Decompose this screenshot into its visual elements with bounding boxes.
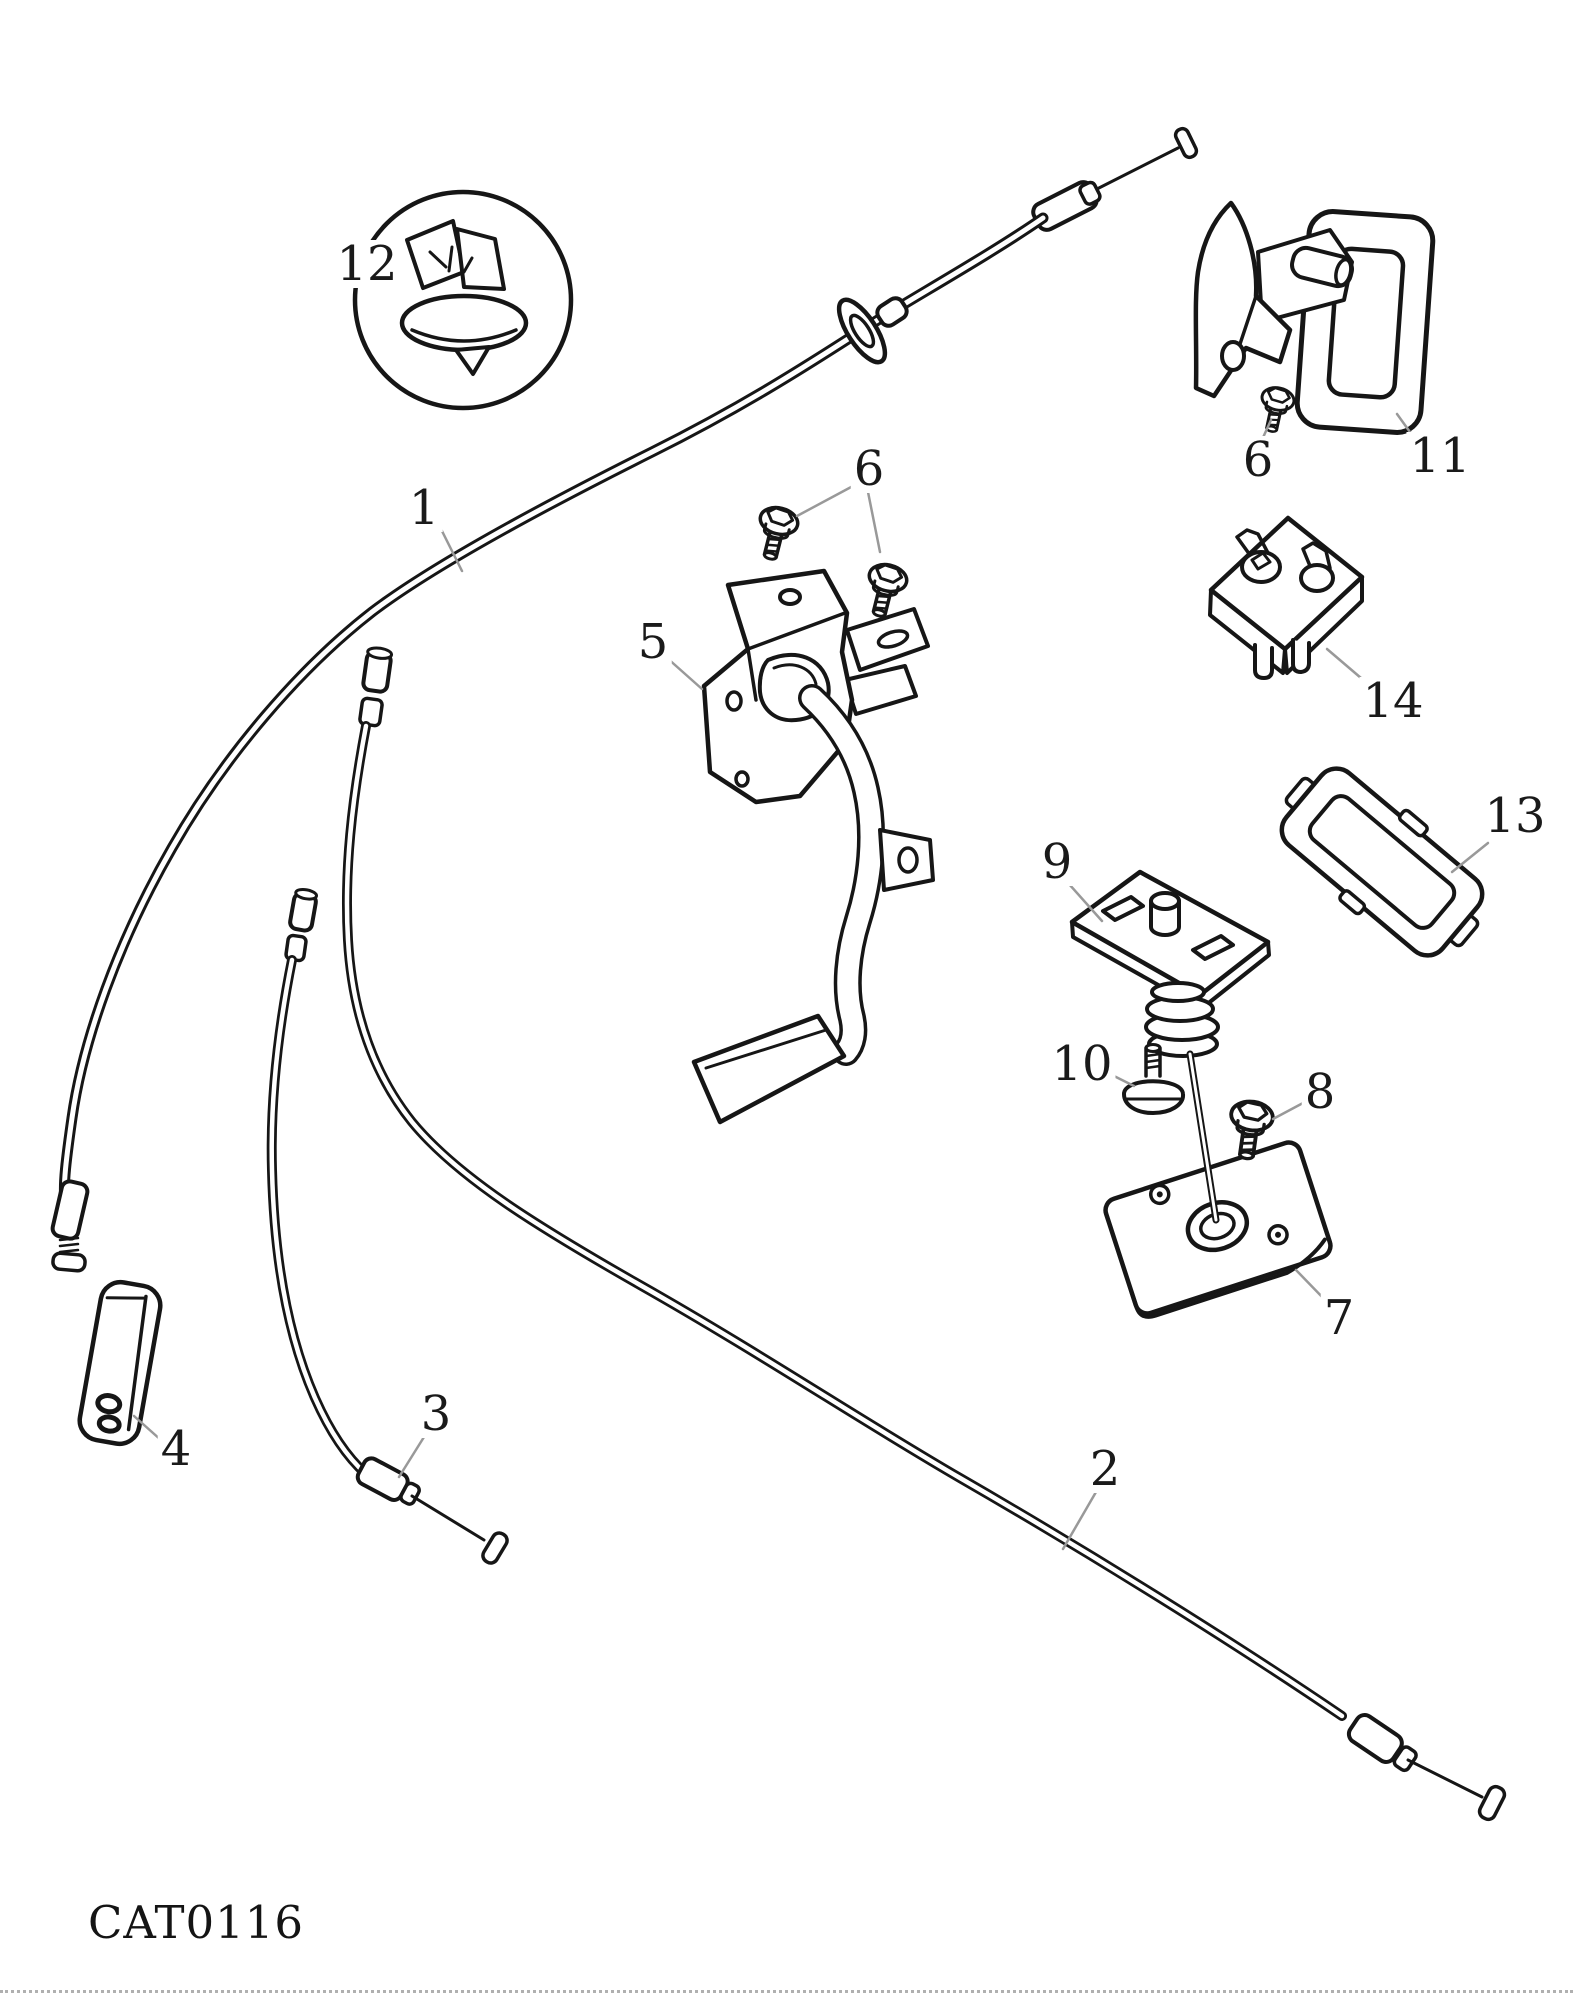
part-label-4: 4 [157,1425,195,1473]
flange-bolt-6c [1253,383,1298,437]
part-label-8: 8 [1301,1068,1339,1116]
cable-ferrule-lower [50,1179,90,1241]
release-cable-1 [50,126,1199,1273]
part-label-12: 12 [333,240,401,288]
cable-ferrule [1346,1713,1418,1773]
cable-nipple [361,646,394,694]
striker-spring [1144,981,1220,1058]
latch-cable-3 [266,887,509,1565]
latch-bracket-11 [1193,200,1436,435]
cable-nipple [288,887,318,933]
part-label-3: 3 [417,1390,455,1438]
cable-end-cap-lower [51,1251,87,1273]
part-label-9: 9 [1038,838,1076,886]
bonnet-latch-5 [691,568,935,1125]
catalog-code: CAT0116 [88,1896,305,1949]
cable-end-cap [481,1531,509,1565]
latch-cable-2 [341,646,1507,1822]
part-label-13: 13 [1481,792,1549,840]
grommet-block-14 [1208,515,1365,680]
part-label-6: 6 [850,445,888,493]
part-label-14: 14 [1359,677,1427,725]
detail-balloon [352,189,574,411]
cable-end-cap [1173,126,1199,160]
part-label-2: 2 [1086,1445,1124,1493]
pull-handle-4 [77,1279,163,1447]
cable-end-cap [1477,1784,1507,1822]
part-label-7: 7 [1320,1294,1358,1342]
part-label-1: 1 [405,484,443,532]
cable-ferrule [355,1456,421,1506]
flange-bolt-6a [749,502,803,566]
lock-body-7 [1103,1140,1333,1319]
striker-pin [1186,1050,1220,1224]
bump-stop-10 [1122,1043,1185,1115]
page-bottom-divider [0,1990,1573,1993]
firewall-grommet [836,296,909,365]
part-label-10: 10 [1048,1040,1116,1088]
part-label-6b: 6 [1239,436,1277,484]
striker-plate-9 [1069,869,1271,1058]
clip-fastener-part-12 [399,219,529,376]
part-label-11: 11 [1406,432,1474,480]
part-label-5: 5 [634,618,672,666]
cover-channel-13 [1279,766,1485,958]
